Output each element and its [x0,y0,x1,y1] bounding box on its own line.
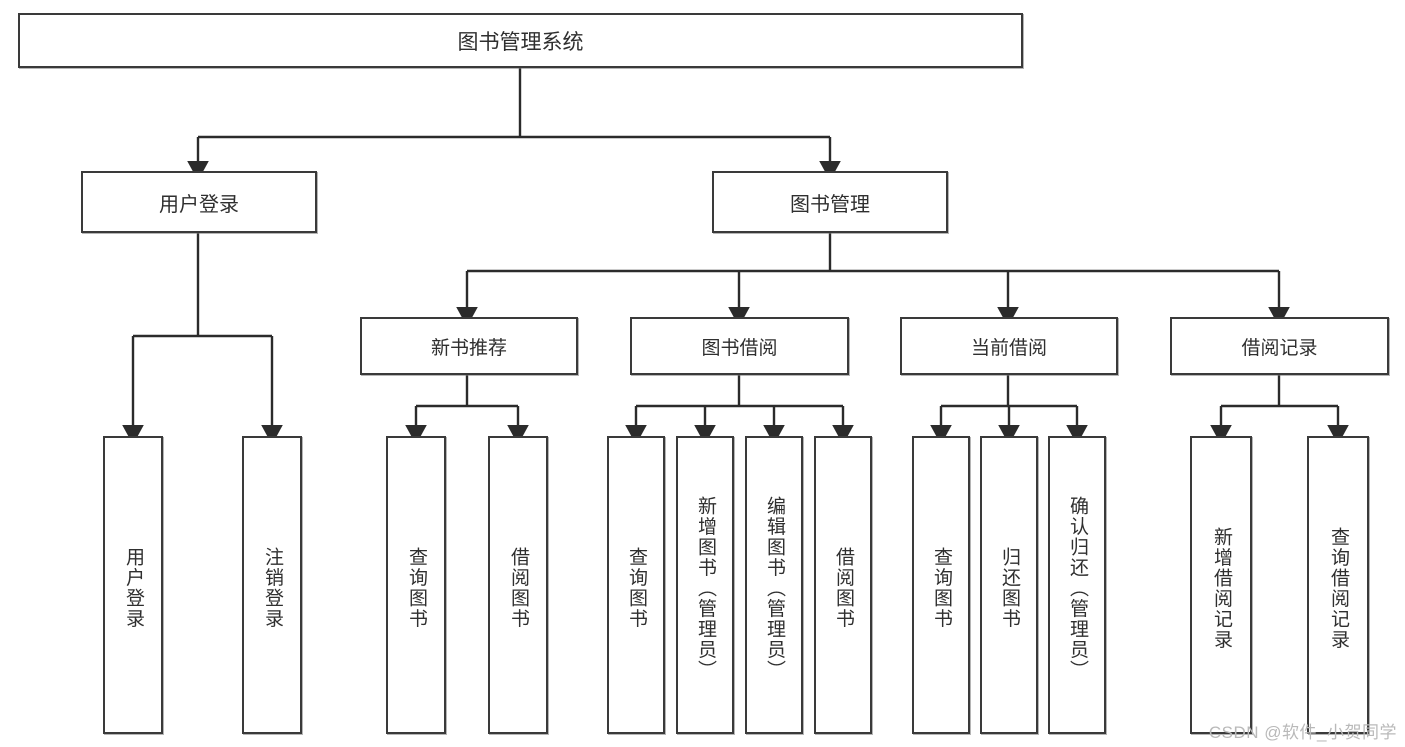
node-book-borrow[interactable]: 图书借阅 [630,317,849,375]
leaf-user-login-login[interactable]: 用户登录 [103,436,163,734]
node-label: 查询图书 [930,547,952,629]
csdn-watermark: CSDN @软件_小贺同学 [1208,723,1397,742]
leaf-book-borrow-add-book-admin[interactable]: 新增图书（管理员） [676,436,734,734]
node-label: 归还图书 [998,547,1020,629]
node-label: 图书管理系统 [457,30,584,54]
node-label: 查询图书 [405,547,427,629]
leaf-book-borrow-borrow-book[interactable]: 借阅图书 [814,436,872,734]
leaf-borrow-record-query-record[interactable]: 查询借阅记录 [1307,436,1369,734]
node-label: 确认归还（管理员） [1066,495,1088,681]
node-book-management[interactable]: 图书管理 [712,171,948,233]
node-label: 查询借阅记录 [1327,526,1349,650]
leaf-new-book-query-book[interactable]: 查询图书 [386,436,446,734]
leaf-current-borrow-confirm-return-admin[interactable]: 确认归还（管理员） [1048,436,1106,734]
node-label: 新书推荐 [430,337,507,359]
node-label: 新增借阅记录 [1210,526,1232,650]
node-label: 编辑图书（管理员） [763,495,785,681]
leaf-current-borrow-query-book[interactable]: 查询图书 [912,436,970,734]
node-label: 查询图书 [625,547,647,629]
node-current-borrow[interactable]: 当前借阅 [900,317,1118,375]
leaf-borrow-record-add-record[interactable]: 新增借阅记录 [1190,436,1252,734]
node-label: 借阅图书 [832,547,854,629]
leaf-new-book-borrow-book[interactable]: 借阅图书 [488,436,548,734]
node-label: 新增图书（管理员） [694,495,716,681]
node-label: 借阅记录 [1241,337,1318,359]
leaf-user-login-logout[interactable]: 注销登录 [242,436,302,734]
node-label: 当前借阅 [970,337,1047,359]
node-user-login[interactable]: 用户登录 [81,171,317,233]
node-label: 注销登录 [261,547,283,629]
node-borrow-record[interactable]: 借阅记录 [1170,317,1389,375]
leaf-current-borrow-return-book[interactable]: 归还图书 [980,436,1038,734]
node-root-book-management-system[interactable]: 图书管理系统 [18,13,1023,68]
leaf-book-borrow-query-book[interactable]: 查询图书 [607,436,665,734]
node-new-book-recommend[interactable]: 新书推荐 [360,317,578,375]
node-label: 图书借阅 [701,337,778,359]
node-label: 用户登录 [159,193,239,216]
node-label: 借阅图书 [507,547,529,629]
leaf-book-borrow-edit-book-admin[interactable]: 编辑图书（管理员） [745,436,803,734]
node-label: 用户登录 [122,547,144,629]
node-label: 图书管理 [790,193,870,216]
